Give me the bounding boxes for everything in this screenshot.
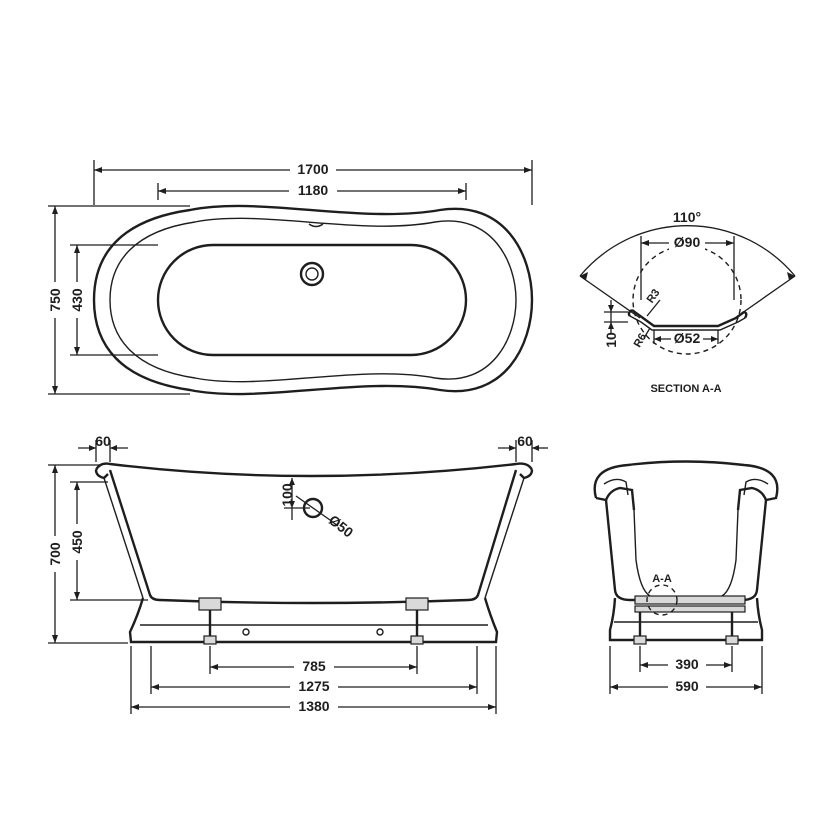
- radius-r3: R3: [645, 287, 663, 305]
- dim-label-785: 785: [302, 658, 326, 674]
- dim-label-1180: 1180: [298, 182, 329, 198]
- dim-label-1275: 1275: [298, 678, 329, 694]
- dim-label-d52: Ø52: [674, 330, 701, 346]
- drain-outer: [299, 261, 325, 287]
- waste-detail-circle: [646, 584, 678, 616]
- dim-label-450: 450: [69, 530, 85, 554]
- dim-label-1380: 1380: [298, 698, 329, 714]
- dim-label-750: 750: [47, 288, 63, 312]
- dim-label-390: 390: [675, 656, 699, 672]
- drain-inner: [305, 267, 319, 281]
- side-view: Ø50 100 60 60 700: [44, 433, 548, 714]
- section-a-a: 110° Ø90 R3 R6 Ø52: [579, 209, 796, 395]
- dim-label-1700: 1700: [297, 161, 328, 177]
- foot-left-bracket: [198, 597, 222, 611]
- dim-label-10: 10: [603, 332, 619, 348]
- side-rim: [94, 462, 534, 478]
- top-view: 1700 1180 750 430: [44, 160, 534, 396]
- plinth: [128, 597, 499, 644]
- dim-label-60-right: 60: [517, 433, 533, 449]
- foot-right-bracket: [405, 597, 429, 611]
- dim-label-590: 590: [675, 678, 699, 694]
- side-outer-right: [467, 469, 518, 602]
- end-rim: [593, 460, 779, 511]
- end-view: A-A 390 590: [593, 460, 779, 694]
- tub-basin: [156, 243, 468, 357]
- end-plinth: [608, 597, 764, 642]
- dim-label-60-left: 60: [95, 433, 111, 449]
- section-caption: SECTION A-A: [650, 383, 721, 395]
- end-side-left: [604, 499, 631, 602]
- angle-arc: [579, 225, 796, 277]
- rim-profile: [631, 309, 745, 328]
- overflow-mark: [308, 223, 324, 228]
- angle-label: 110°: [673, 209, 701, 225]
- section-marker-a-a: A-A: [652, 573, 672, 585]
- dim-label-d50: Ø50: [326, 512, 357, 541]
- dim-label-700: 700: [47, 542, 63, 566]
- end-side-right: [741, 499, 768, 602]
- tub-outer-rim: [92, 204, 534, 396]
- dim-label-100: 100: [279, 483, 295, 507]
- dim-label-430: 430: [69, 288, 85, 312]
- tub-inner-rim: [109, 217, 517, 383]
- side-outer-left: [108, 469, 161, 602]
- dim-label-d90: Ø90: [674, 234, 701, 250]
